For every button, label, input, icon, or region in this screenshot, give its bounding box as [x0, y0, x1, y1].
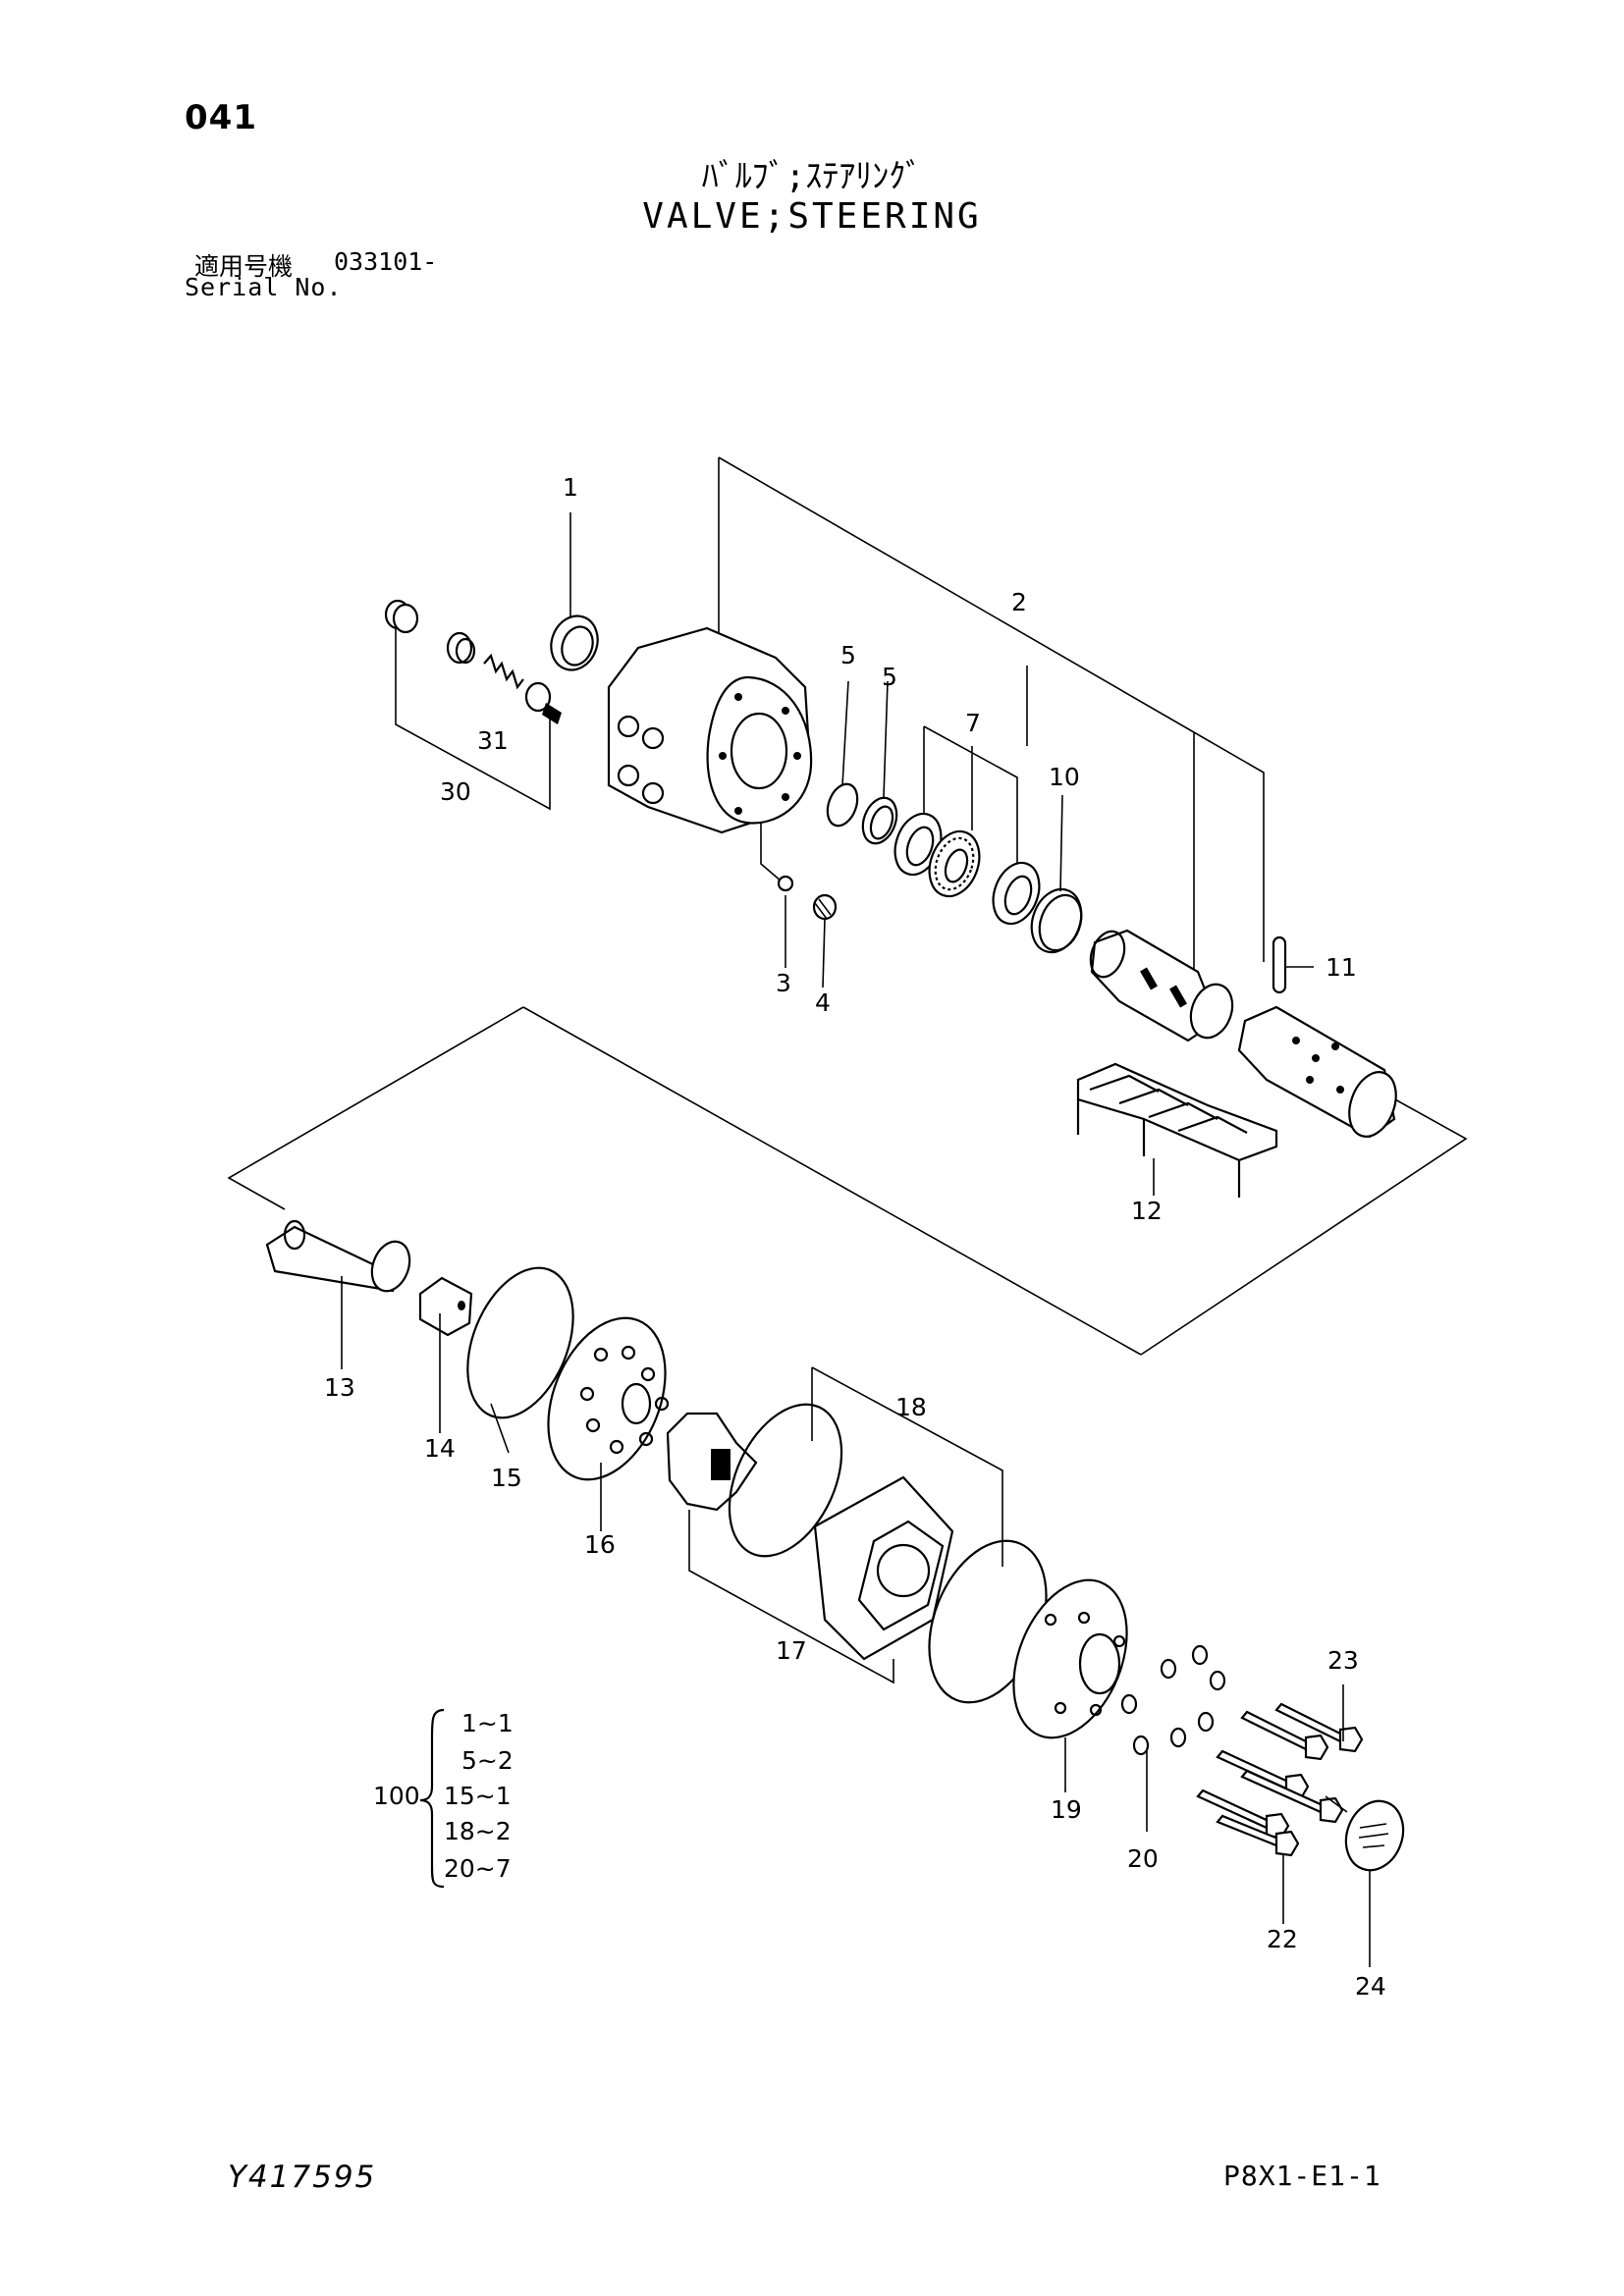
drive-shaft-part-13: [265, 1219, 411, 1293]
kit-composition: 100 1~1 5~2 15~1 18~2 20~7: [373, 1708, 514, 1889]
kit-item-2: 5~2: [461, 1746, 514, 1775]
title-japanese: ﾊﾞﾙﾌﾞ;ｽﾃｱﾘﾝｸﾞ: [701, 157, 923, 196]
name-plate-part-24: [1325, 1795, 1405, 1872]
o-ring-part-15: [466, 1266, 574, 1419]
bearing-part-7: [893, 812, 1041, 926]
sheet-id: P8X1-E1-1: [1223, 2160, 1381, 2192]
plug-part-4: [812, 893, 838, 921]
upper-group-lines: [395, 456, 1265, 991]
callout-22: 22: [1267, 1925, 1298, 1953]
pin-part-11: [1272, 935, 1287, 994]
kit-item-4: 18~2: [444, 1817, 512, 1845]
callout-5a: 5: [840, 641, 856, 669]
callout-2: 2: [1011, 588, 1027, 616]
valve-housing-part-2: [607, 626, 813, 834]
callout-10: 10: [1049, 763, 1080, 791]
ring-part-30: [446, 631, 476, 665]
kit-item-1: 1~1: [461, 1709, 514, 1737]
end-cap-part-19: [1012, 1578, 1128, 1739]
callout-1: 1: [563, 473, 578, 502]
callout-7: 7: [965, 709, 981, 737]
callout-15: 15: [491, 1464, 522, 1492]
seal-washers-part-20: [1120, 1644, 1226, 1756]
kit-item-3: 15~1: [444, 1782, 512, 1810]
callout-14: 14: [424, 1434, 456, 1463]
callout-17: 17: [776, 1636, 807, 1665]
ring-part-5b: [861, 796, 898, 845]
ring-part-5a: [826, 782, 859, 828]
callout-31: 31: [477, 726, 509, 755]
kit-number: 100: [373, 1782, 420, 1810]
kit-item-5: 20~7: [444, 1854, 512, 1883]
callout-labels: 1 2 3 4 5 5 7 10 11 12 13 14 15 16 17 18…: [324, 473, 1386, 2001]
callout-23: 23: [1327, 1646, 1359, 1675]
o-ring-part-18a: [728, 1403, 843, 1558]
callout-19: 19: [1051, 1795, 1082, 1824]
gerotor-ring-part-17: [813, 1475, 954, 1661]
ball-part-3: [777, 875, 794, 892]
spacer-part-14: [418, 1276, 473, 1337]
kit-brace: [419, 1708, 445, 1889]
spring-part-31: [483, 653, 524, 690]
callout-12: 12: [1131, 1197, 1163, 1225]
bolts-part-22-23: [1196, 1702, 1364, 1857]
leader-lines: [341, 512, 1371, 1967]
callout-16: 16: [584, 1530, 616, 1559]
serial-label-japanese: 適用号機: [194, 252, 294, 281]
page-number: 041: [185, 98, 257, 137]
plug-part: [384, 599, 419, 634]
callout-5b: 5: [882, 663, 897, 691]
callout-20: 20: [1127, 1844, 1159, 1873]
callout-30: 30: [440, 777, 471, 806]
serial-range: 033101-: [334, 247, 438, 276]
sleeve-part: [1237, 1005, 1397, 1139]
callout-3: 3: [776, 969, 791, 997]
callout-4: 4: [815, 988, 831, 1017]
centering-springs-part-12: [1076, 1062, 1278, 1198]
title-english: VALVE;STEERING: [642, 196, 982, 237]
plate-part-16: [547, 1316, 670, 1481]
document-id: Y417595: [228, 2160, 377, 2195]
serial-label-english: Serial No.: [185, 273, 343, 301]
callout-13: 13: [324, 1373, 355, 1402]
ring-part-10: [1030, 887, 1083, 954]
spool-part: [1089, 929, 1234, 1042]
poppet-part: [524, 681, 562, 724]
seal-ring-part-1: [550, 614, 599, 671]
callout-11: 11: [1326, 953, 1357, 982]
gear-rotor-part: [666, 1412, 758, 1512]
callout-24: 24: [1355, 1972, 1386, 2001]
callout-18: 18: [895, 1393, 927, 1421]
